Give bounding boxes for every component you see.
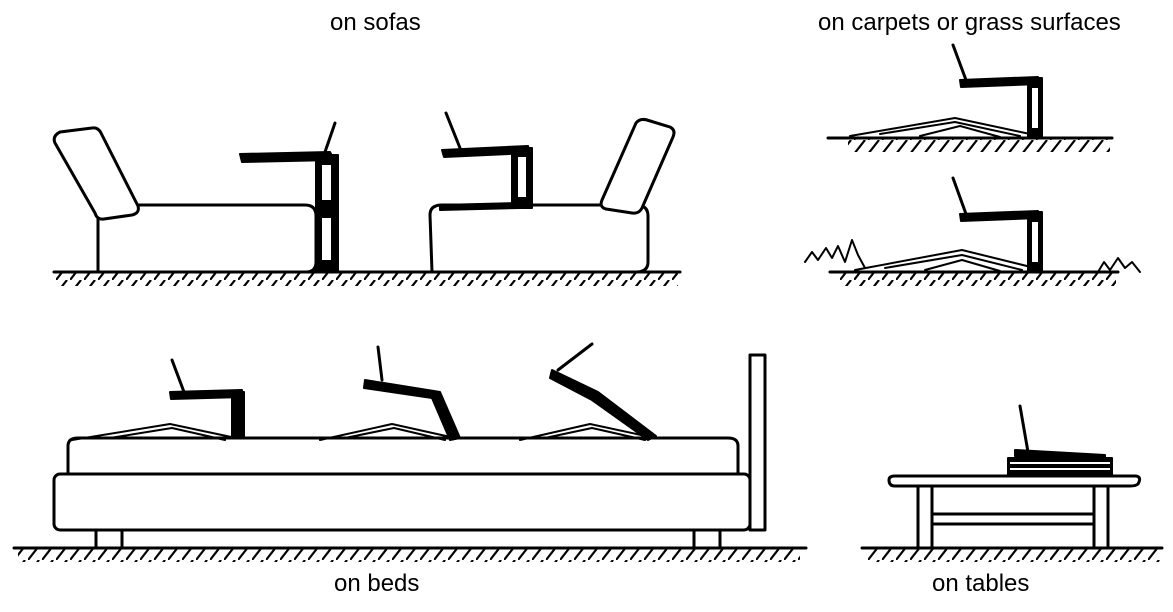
laptop-stand-bed-3 [519, 342, 657, 441]
laptop-stand-sofa-left [239, 121, 339, 273]
caption-on-beds: on beds [334, 570, 420, 597]
bed-scene [12, 342, 808, 562]
table-scene [860, 404, 1164, 562]
sofa-left [52, 126, 318, 274]
carpet-scene [826, 43, 1114, 152]
laptop-stand-sofa-right [439, 111, 533, 211]
sofa-scene [52, 111, 682, 286]
sofa-right [428, 117, 676, 274]
ground-hatch-bed [12, 546, 808, 562]
laptop-stand-bed-2 [319, 345, 461, 441]
ground-hatch-sofas [52, 270, 682, 286]
laptop-stand-carpet [849, 43, 1043, 139]
laptop-stand-bed-1 [71, 358, 245, 441]
ground-hatch-carpet [826, 136, 1114, 152]
caption-on-carpets-or-grass: on carpets or grass surfaces [818, 9, 1121, 36]
ground-hatch-table [860, 546, 1164, 562]
bed [52, 353, 767, 550]
caption-on-tables: on tables [932, 570, 1030, 597]
coffee-table [887, 474, 1142, 550]
ground-hatch-grass [804, 239, 1141, 286]
laptop-stand-grass [854, 176, 1043, 273]
laptop-stand-table [1007, 404, 1113, 477]
caption-on-sofas: on sofas [330, 9, 421, 36]
grass-scene [804, 176, 1141, 286]
